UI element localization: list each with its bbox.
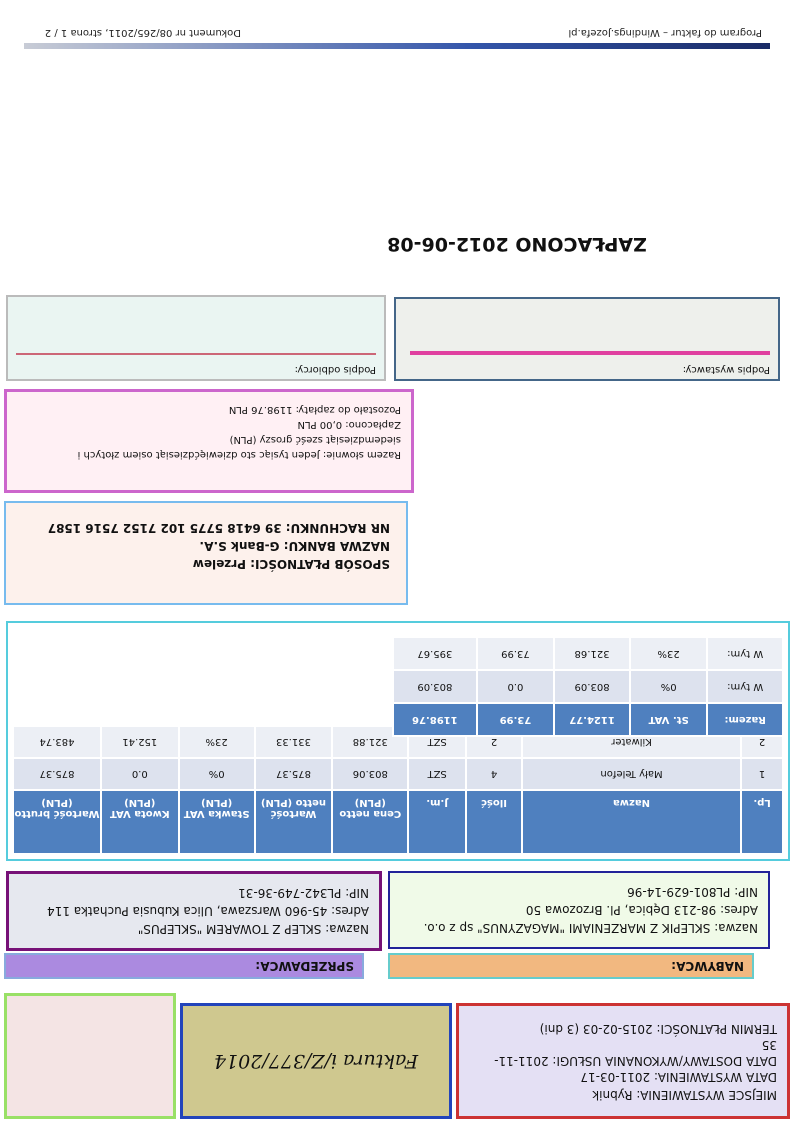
table-cell: 331.33 bbox=[254, 726, 333, 758]
header-cell: Nazwa bbox=[521, 790, 742, 854]
summary-cell: 803.09 bbox=[554, 670, 630, 703]
amount-paid: Zapłacono: 0,00 PLN bbox=[297, 419, 401, 430]
issuer-signature-label: Podpis wystawcy: bbox=[682, 364, 770, 375]
seller-nip: NIP: PL342-749-36-31 bbox=[238, 886, 369, 900]
table-cell: 483.74 bbox=[13, 726, 101, 758]
amount-in-words: Razem słownie: Jeden tysiąc sto dziewięć… bbox=[77, 449, 401, 460]
summary-cell: 73.99 bbox=[476, 703, 555, 736]
summary-cell: 73.99 bbox=[476, 637, 555, 670]
issuer-signature-box: Podpis wystawcy: bbox=[394, 297, 780, 381]
table-header-row: Lp. Nazwa Ilość J.m. Cena netto (PLN) Wa… bbox=[13, 790, 783, 854]
table-cell: 0.0 bbox=[100, 758, 179, 790]
summary-row: W tym: 23% 321.68 73.99 395.67 bbox=[393, 637, 783, 670]
summary-cell: 321.68 bbox=[554, 637, 630, 670]
buyer-label: NABYWCA: bbox=[388, 953, 754, 979]
summary-cell: 1124.77 bbox=[554, 703, 630, 736]
issue-date: DATA WYSTAWIENIA: 2011-03-17 bbox=[580, 1070, 777, 1084]
summary-cell: 0% bbox=[629, 670, 708, 703]
seller-address: Adres: 45-960 Warszawa, Ulica Kubusia Pu… bbox=[47, 904, 369, 918]
signature-line bbox=[16, 353, 376, 355]
buyer-details: Nazwa: SKLEPIK Z MARZENIAMI "MAGAZYNUS" … bbox=[388, 871, 770, 949]
table-cell: 152.41 bbox=[100, 726, 179, 758]
header-cell: Ilość bbox=[466, 790, 522, 854]
summary-cell: 1198.76 bbox=[393, 703, 477, 736]
receiver-signature-label: Podpis odbiorcy: bbox=[294, 364, 376, 375]
table-cell: 875.37 bbox=[13, 758, 101, 790]
header-cell: J.m. bbox=[408, 790, 467, 854]
header-bar bbox=[24, 43, 770, 49]
payment-term: TERMIN PŁATNOŚCI: 2015-02-03 (3 dni) bbox=[539, 1022, 777, 1036]
header-cell: Lp. bbox=[741, 790, 783, 854]
header-cell: Wartość brutto (PLN) bbox=[13, 790, 101, 854]
summary-cell: 23% bbox=[629, 637, 708, 670]
summary-cell: W tym: bbox=[707, 637, 783, 670]
table-cell: 23% bbox=[178, 726, 255, 758]
payment-details: SPOSÓB PŁATNOŚCI: Przelew NAZWA BANKU: G… bbox=[4, 501, 408, 605]
buyer-name: Nazwa: SKLEPIK Z MARZENIAMI "MAGAZYNUS" … bbox=[423, 921, 758, 935]
table-cell: SZT bbox=[408, 758, 467, 790]
table-cell: 803.06 bbox=[332, 758, 409, 790]
table-cell: 875.37 bbox=[254, 758, 333, 790]
items-table-container: Lp. Nazwa Ilość J.m. Cena netto (PLN) Wa… bbox=[6, 621, 790, 861]
header-program-name: Program do faktur – Windings.Jozefa.pl bbox=[568, 27, 762, 38]
seller-name: Nazwa: SKLEP Z TOWAREM "SKLEPUS" bbox=[137, 922, 369, 936]
receiver-signature-box: Podpis odbiorcy: bbox=[6, 295, 386, 381]
buyer-nip: NIP: PL801-629-14-96 bbox=[627, 885, 758, 899]
summary-row: W tym: 0% 803.09 0.0 803.09 bbox=[393, 670, 783, 703]
items-table: Lp. Nazwa Ilość J.m. Cena netto (PLN) Wa… bbox=[12, 725, 784, 855]
header-cell: Cena netto (PLN) bbox=[332, 790, 409, 854]
summary-cell: W tym: bbox=[707, 670, 783, 703]
table-cell: 4 bbox=[466, 758, 522, 790]
delivery-date-cont: 35 bbox=[761, 1038, 777, 1052]
logo-placeholder bbox=[4, 993, 176, 1119]
invoice-meta-box: MIEJSCE WYSTAWIENIA: Rybnik DATA WYSTAWI… bbox=[456, 1003, 790, 1119]
header-cell: Kwota VAT (PLN) bbox=[100, 790, 179, 854]
amount-remaining: Pozostało do zapłaty: 1198.76 PLN bbox=[228, 404, 401, 415]
header-document-info: Dokument nr 08/265/2011, strona 1 / 2 bbox=[44, 27, 241, 38]
invoice-number-box: Faktura i/Z/377/2014 bbox=[180, 1003, 452, 1119]
summary-cell: 803.09 bbox=[393, 670, 477, 703]
signature-line bbox=[410, 351, 770, 355]
summary-cell: St. VAT bbox=[629, 703, 708, 736]
invoice-number: Faktura i/Z/377/2014 bbox=[213, 1050, 419, 1072]
header-cell: Stawka VAT (PLN) bbox=[178, 790, 255, 854]
summary-header-row: Razem: St. VAT 1124.77 73.99 1198.76 bbox=[393, 703, 783, 736]
header-cell: Wartość netto (PLN) bbox=[254, 790, 333, 854]
payment-method: SPOSÓB PŁATNOŚCI: Przelew bbox=[192, 557, 390, 571]
summary-cell: 395.67 bbox=[393, 637, 477, 670]
table-cell: 0% bbox=[178, 758, 255, 790]
bank-name: NAZWA BANKU: G-Bank S.A. bbox=[199, 539, 390, 553]
table-cell: Mały Telefon bbox=[521, 758, 742, 790]
account-number: NR RACHUNKU: 39 6418 5775 102 7152 7516 … bbox=[47, 521, 390, 535]
table-row: 1 Mały Telefon 4 SZT 803.06 875.37 0% 0.… bbox=[13, 758, 783, 790]
amount-summary: Razem słownie: Jeden tysiąc sto dziewięć… bbox=[4, 389, 414, 493]
vat-summary-table: Razem: St. VAT 1124.77 73.99 1198.76 W t… bbox=[392, 636, 784, 737]
paid-stamp: ZAPŁACONO 2012-06-08 bbox=[387, 233, 647, 255]
table-cell: 1 bbox=[741, 758, 783, 790]
summary-cell: 0.0 bbox=[476, 670, 555, 703]
amount-in-words-cont: siedemdziesiąt sześć groszy (PLN) bbox=[229, 434, 401, 445]
seller-label: SPRZEDAWCA: bbox=[4, 953, 364, 979]
issue-place: MIEJSCE WYSTAWIENIA: Rybnik bbox=[592, 1088, 777, 1102]
seller-details: Nazwa: SKLEP Z TOWAREM "SKLEPUS" Adres: … bbox=[6, 871, 382, 951]
delivery-date: DATA DOSTAWY/WYKONANIA USŁUGI: 2011-11- bbox=[494, 1054, 777, 1068]
buyer-address: Adres: 98-213 Dębica, Pl. Brzozowa 50 bbox=[525, 903, 758, 917]
summary-cell: Razem: bbox=[707, 703, 783, 736]
